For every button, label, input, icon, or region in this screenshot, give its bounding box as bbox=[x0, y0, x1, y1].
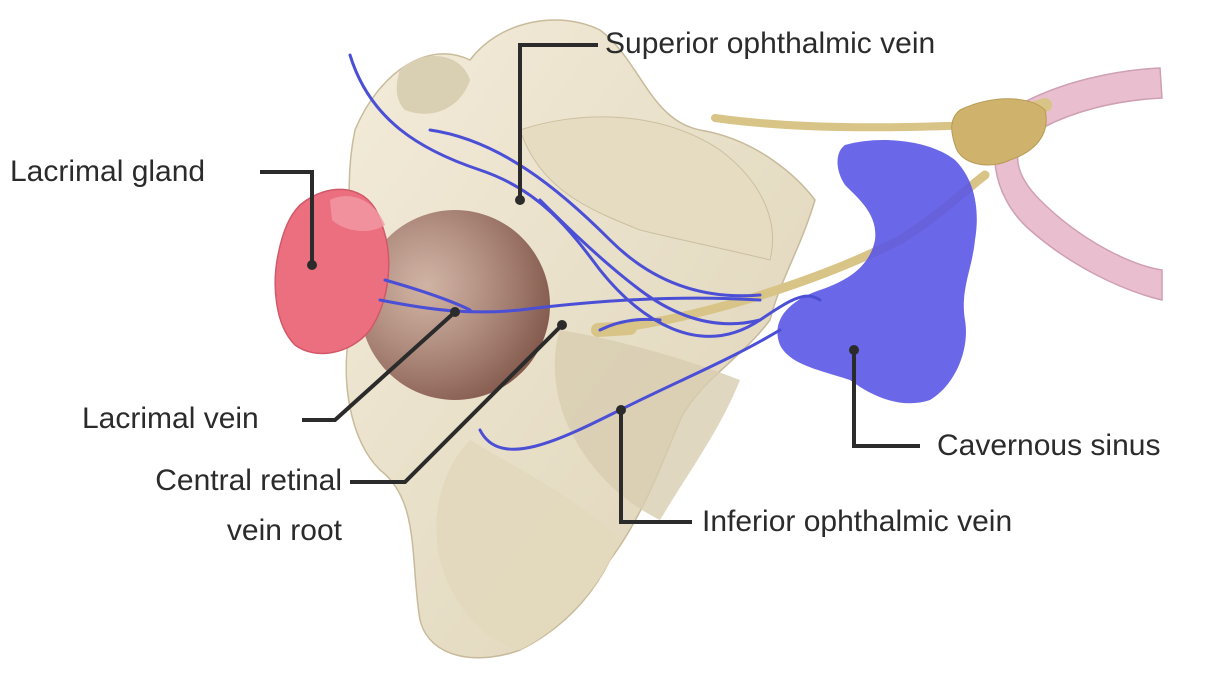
label-central-retinal-line2: vein root bbox=[110, 514, 342, 548]
label-inferior-ophthalmic-vein: Inferior ophthalmic vein bbox=[702, 505, 1012, 539]
cavernous-sinus-shape bbox=[777, 140, 976, 403]
label-lacrimal-vein: Lacrimal vein bbox=[82, 402, 259, 436]
label-central-retinal-line1: Central retinal bbox=[110, 464, 342, 498]
label-lacrimal-gland: Lacrimal gland bbox=[10, 155, 205, 189]
trigeminal-ganglion bbox=[952, 99, 1047, 165]
label-superior-ophthalmic-vein: Superior ophthalmic vein bbox=[605, 27, 935, 61]
label-cavernous-sinus: Cavernous sinus bbox=[937, 429, 1160, 463]
